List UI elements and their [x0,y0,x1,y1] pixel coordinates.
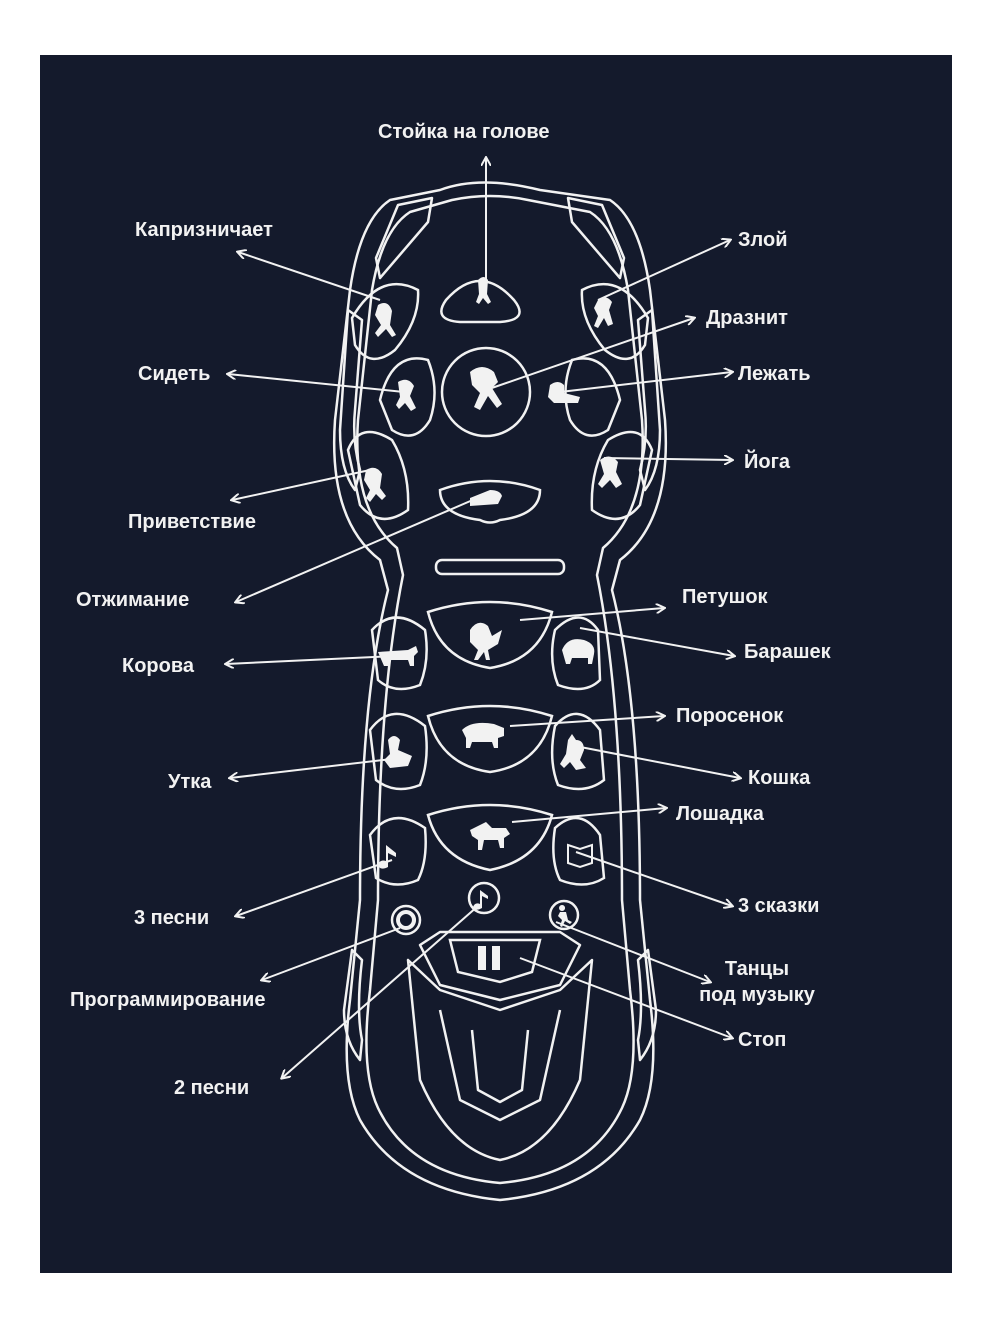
label-songs2: 2 песни [174,1077,250,1099]
label-greeting: Приветствие [128,511,256,533]
music-note-icon [473,890,488,910]
label-sit: Сидеть [138,363,211,385]
label-piglet: Поросенок [676,705,784,727]
diagram-background [40,55,952,1273]
duck-icon [384,736,412,768]
cow-icon [378,646,418,666]
gear-icon [396,910,417,930]
lie-button [564,357,622,437]
pushups-button [438,479,542,524]
teases-button [440,346,532,438]
sheep-button [550,616,602,691]
book-icon [567,843,593,869]
label-angry: Злой [738,229,788,251]
label-lie: Лежать [738,363,811,385]
sit-button [378,357,436,437]
label-capricious: Капризничает [135,219,273,241]
pause-icon-left [478,946,486,970]
stop-button [448,938,542,984]
sitting-dog-icon [396,379,416,411]
label-horse: Лошадка [676,803,764,825]
duck-button [368,712,428,791]
rooster-button [426,600,554,670]
songs2-button [467,881,501,915]
callout-arrows [226,158,740,1078]
label-stop: Стоп [738,1029,787,1051]
cat-icon [560,734,586,770]
remote-body [332,181,668,1202]
buttons [346,279,654,984]
label-sheep: Барашек [744,641,831,663]
headstand-dog-icon [476,277,491,304]
label-dance-line2: под музыку [699,984,815,1006]
icons [364,277,622,970]
label-programming: Программирование [70,989,266,1011]
horse-icon [470,822,510,850]
greeting-button [346,430,410,520]
label-cat: Кошка [748,767,811,789]
dance-button [548,899,580,931]
cow-button [370,616,428,691]
piglet-button [426,704,554,774]
dancer-icon [558,905,572,927]
rooster-icon [470,622,502,660]
label-cow: Корова [122,655,195,677]
label-dance: Танцы под музыку [682,956,832,1008]
yoga-button [590,430,654,520]
label-teases: Дразнит [706,307,788,329]
teasing-dog-icon [470,367,502,410]
songs3-button [368,816,427,886]
tales3-button [552,816,606,886]
label-duck: Утка [168,771,212,793]
label-tales3: 3 сказки [738,895,820,917]
label-dance-line1: Танцы [724,958,790,980]
angry-button [580,282,650,360]
label-yoga: Йога [744,451,791,473]
label-pushups: Отжимание [76,589,190,611]
headstand-button [440,279,521,324]
pushup-dog-icon [470,490,502,506]
cat-button [550,712,606,791]
horse-button [426,803,554,872]
pause-icon-right [492,946,500,970]
label-headstand: Стойка на голове [378,121,550,143]
capricious-dog-icon [375,303,396,337]
label-songs3: 3 песни [134,907,210,929]
label-rooster: Петушок [682,586,768,608]
programming-button [390,904,422,936]
angry-dog-icon [594,297,613,328]
greeting-dog-icon [364,467,386,502]
capricious-button [350,282,420,360]
yoga-dog-icon [598,456,622,488]
sheep-icon [562,639,595,664]
pig-icon [462,722,504,748]
